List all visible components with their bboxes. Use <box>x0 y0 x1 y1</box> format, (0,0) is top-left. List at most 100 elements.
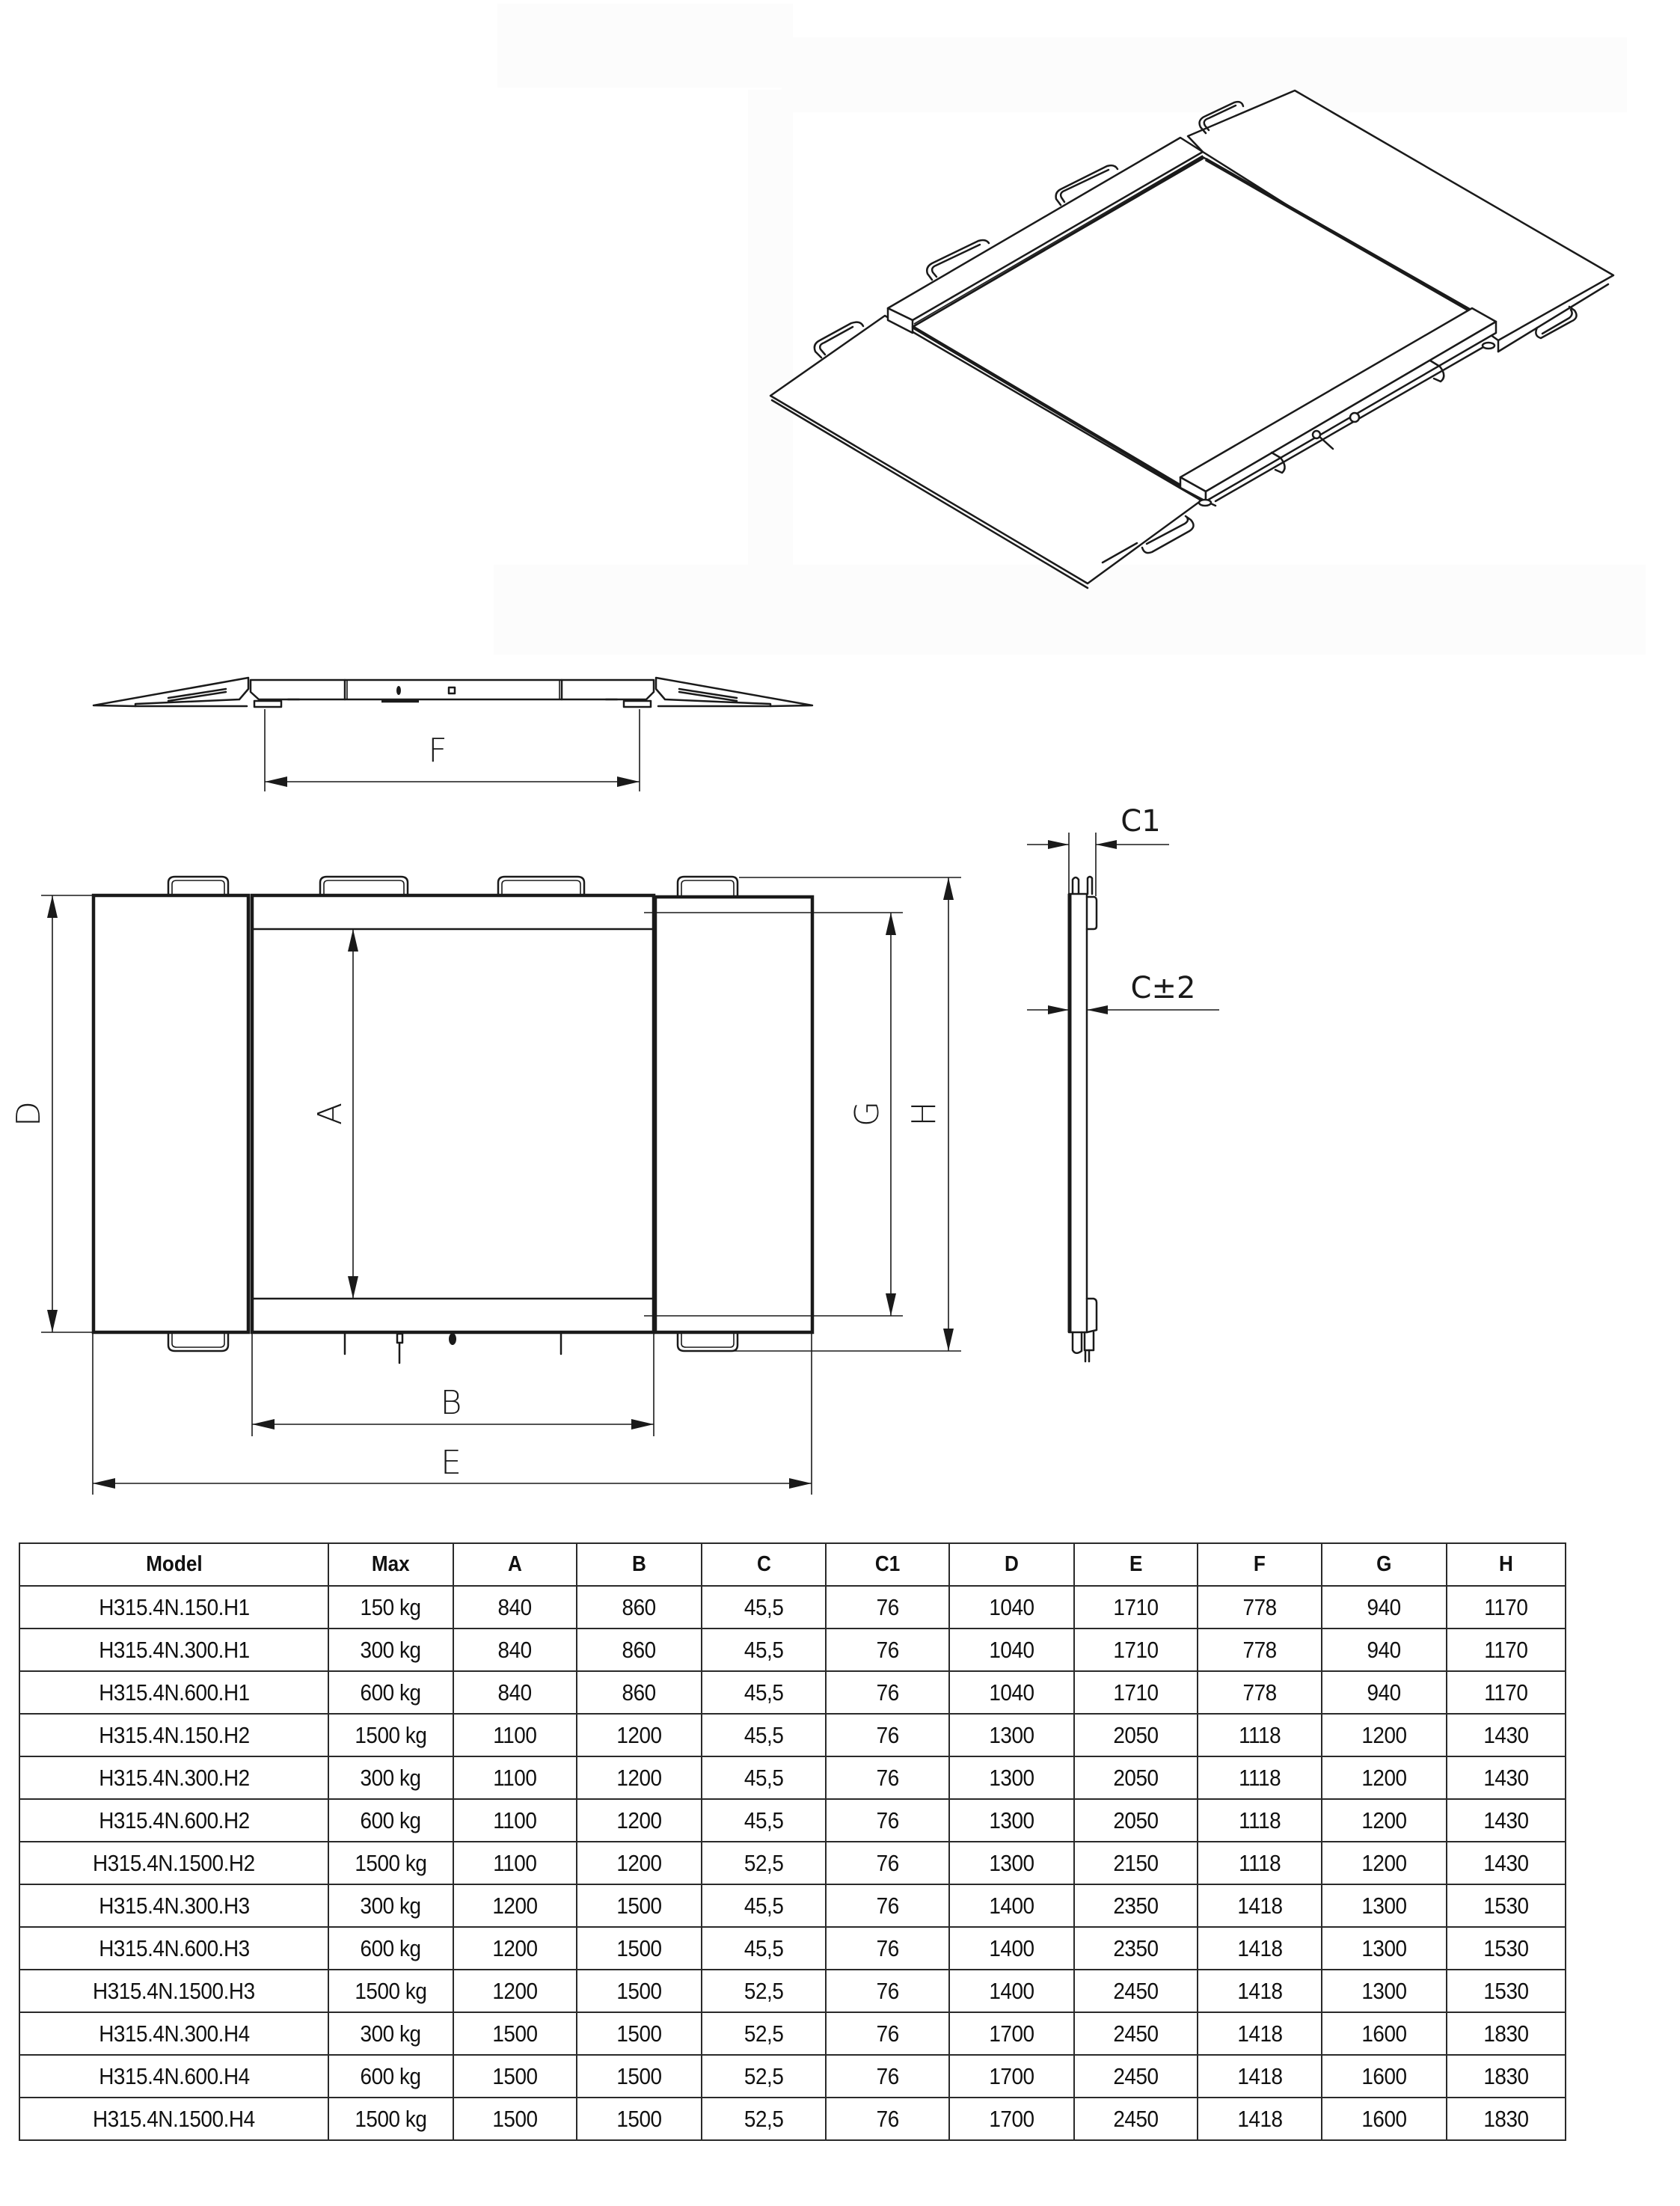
cell-model: H315.4N.600.H1 <box>19 1670 329 1715</box>
cell-c: 45,5 <box>701 1884 827 1928</box>
header-e: E <box>1073 1542 1198 1587</box>
cell-max: 600 kg <box>328 1798 454 1842</box>
cell-c: 52,5 <box>701 2054 827 2098</box>
cell-c1: 76 <box>825 1841 950 1885</box>
cell-h: 1530 <box>1446 1926 1566 1970</box>
cell-a: 840 <box>453 1670 577 1715</box>
background-box <box>497 4 793 88</box>
cell-max: 300 kg <box>328 1884 454 1928</box>
cell-f: 1118 <box>1197 1713 1322 1757</box>
dimension-h: H <box>733 877 961 1352</box>
cell-d: 1300 <box>948 1798 1075 1842</box>
dimension-g: G <box>644 912 903 1317</box>
dimension-d: D <box>10 895 92 1333</box>
cell-model: H315.4N.1500.H3 <box>19 1969 329 2013</box>
cell-e: 2050 <box>1073 1756 1198 1800</box>
cell-max: 600 kg <box>328 1926 454 1970</box>
cell-h: 1430 <box>1446 1841 1566 1885</box>
cell-g: 1200 <box>1321 1798 1447 1842</box>
header-a: A <box>453 1542 577 1587</box>
cell-h: 1830 <box>1446 2012 1566 2056</box>
dimension-label-h: H <box>905 1101 943 1126</box>
header-b: B <box>576 1542 702 1587</box>
handle-icon <box>926 239 990 281</box>
table-header-row: Model Max A B C C1 D E F G H <box>19 1542 1566 1587</box>
dimension-c1: C1 <box>1027 804 1169 896</box>
cell-f: 1118 <box>1197 1841 1322 1885</box>
cell-f: 1418 <box>1197 1926 1322 1970</box>
cell-c: 45,5 <box>701 1756 827 1800</box>
handle-icon <box>167 1331 230 1352</box>
profile-view: C1 C±2 <box>1027 804 1219 1363</box>
cell-h: 1830 <box>1446 2097 1566 2141</box>
cell-a: 1200 <box>453 1884 577 1928</box>
handle-icon <box>319 875 409 897</box>
cell-d: 1300 <box>948 1756 1075 1800</box>
background-box <box>782 37 1627 112</box>
cell-c: 45,5 <box>701 1628 827 1672</box>
cell-model: H315.4N.150.H2 <box>19 1713 329 1757</box>
cell-model: H315.4N.600.H4 <box>19 2054 329 2098</box>
knob-icon <box>396 686 401 695</box>
handle-icon <box>676 1331 739 1352</box>
technical-drawing: F <box>10 89 1615 1495</box>
cell-e: 2050 <box>1073 1798 1198 1842</box>
cell-model: H315.4N.300.H3 <box>19 1884 329 1928</box>
cell-c1: 76 <box>825 1756 950 1800</box>
cell-g: 1200 <box>1321 1756 1447 1800</box>
top-view: D A G H <box>10 875 961 1495</box>
dimension-b: B <box>251 1334 654 1436</box>
background-box <box>494 565 1646 655</box>
cable-icon <box>1316 434 1334 450</box>
cell-f: 1418 <box>1197 2097 1322 2141</box>
header-max: Max <box>328 1542 454 1587</box>
cell-h: 1530 <box>1446 1884 1566 1928</box>
cell-c: 45,5 <box>701 1926 827 1970</box>
cell-max: 1500 kg <box>328 1841 454 1885</box>
cell-a: 1500 <box>453 2012 577 2056</box>
cell-b: 1200 <box>576 1798 702 1842</box>
cell-d: 1040 <box>948 1585 1075 1629</box>
cell-b: 1200 <box>576 1841 702 1885</box>
cell-g: 1300 <box>1321 1884 1447 1928</box>
cell-b: 860 <box>576 1670 702 1715</box>
header-d: D <box>948 1542 1075 1587</box>
cell-a: 1200 <box>453 1969 577 2013</box>
cell-model: H315.4N.600.H3 <box>19 1926 329 1970</box>
cell-c: 45,5 <box>701 1713 827 1757</box>
cell-d: 1040 <box>948 1628 1075 1672</box>
cell-model: H315.4N.1500.H2 <box>19 1841 329 1885</box>
perspective-ramp-left <box>769 314 1203 585</box>
cell-e: 2450 <box>1073 2097 1198 2141</box>
cell-max: 600 kg <box>328 2054 454 2098</box>
cell-c: 52,5 <box>701 1969 827 2013</box>
cell-a: 1500 <box>453 2097 577 2141</box>
dimension-a: A <box>311 929 358 1299</box>
profile-bar <box>1067 892 1088 1334</box>
cell-c1: 76 <box>825 1926 950 1970</box>
cell-c1: 76 <box>825 2054 950 2098</box>
cell-c: 52,5 <box>701 2012 827 2056</box>
cell-c1: 76 <box>825 1670 950 1715</box>
header-g: G <box>1321 1542 1447 1587</box>
cell-c1: 76 <box>825 1713 950 1757</box>
foot-icon <box>622 699 652 708</box>
cell-f: 1418 <box>1197 2054 1322 2098</box>
cell-e: 2450 <box>1073 1969 1198 2013</box>
cell-c1: 76 <box>825 1628 950 1672</box>
cell-e: 1710 <box>1073 1585 1198 1629</box>
cell-c: 52,5 <box>701 1841 827 1885</box>
cell-g: 1300 <box>1321 1969 1447 2013</box>
cell-c: 45,5 <box>701 1798 827 1842</box>
cell-c1: 76 <box>825 2012 950 2056</box>
cell-max: 300 kg <box>328 1756 454 1800</box>
header-f: F <box>1197 1542 1322 1587</box>
handle-icon <box>813 321 865 359</box>
cell-model: H315.4N.300.H4 <box>19 2012 329 2056</box>
